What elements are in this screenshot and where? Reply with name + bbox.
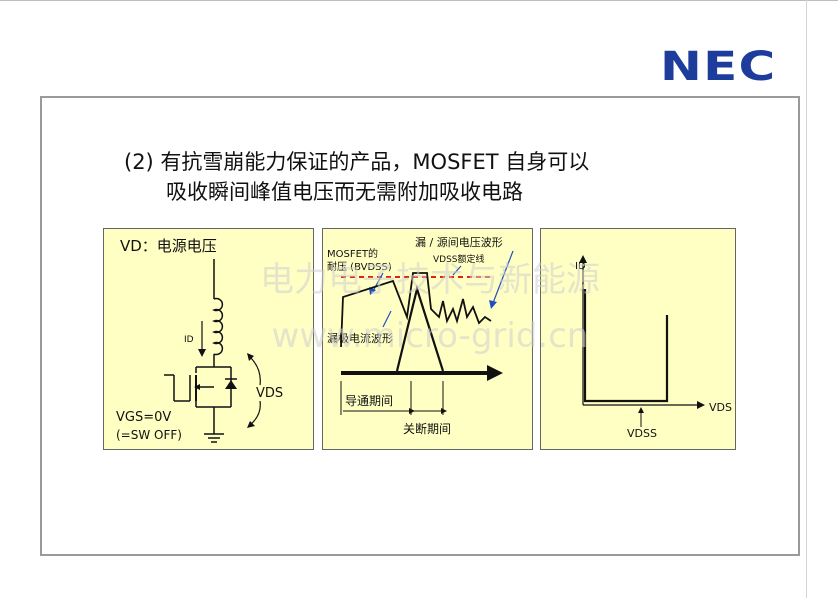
- conduction-arrowhead: [409, 408, 415, 414]
- circuit-diagram: VD：电源电压 ID VDS: [116, 237, 283, 443]
- vd-supply-label: VD：电源电压: [120, 237, 217, 255]
- mosfet-breakdown-label-1: MOSFET的: [327, 247, 378, 260]
- id-vds-characteristic: ID VDS VDSS: [575, 255, 732, 440]
- vds-waveform: [340, 272, 492, 348]
- mosfet-breakdown-label-2: 耐压 (BVDSS): [327, 260, 392, 273]
- vds-arrowhead-down: [247, 421, 255, 428]
- current-pointer: [382, 310, 392, 328]
- x-axis-arrowhead: [697, 401, 705, 409]
- vgs-label: VGS=0V: [116, 410, 171, 425]
- slide-title-line-2: 吸收瞬间峰值电压而无需附加吸收电路: [166, 180, 523, 204]
- breakdown-pointer: [372, 272, 384, 292]
- inductor-coil: [212, 297, 224, 356]
- vds-arrow-up: [249, 356, 261, 386]
- right-rule: [806, 0, 807, 598]
- waveform-diagram: MOSFET的 耐压 (BVDSS) 漏 / 源间电压波形 VDSS额定线 漏极…: [327, 235, 514, 436]
- rated-line-label: VDSS额定线: [433, 253, 485, 265]
- off-arrowhead: [441, 408, 447, 414]
- id-label: ID: [184, 335, 194, 345]
- vdss-pointer-head: [638, 407, 644, 413]
- y-axis-arrowhead: [579, 255, 587, 263]
- conduction-period-label: 导通期间: [345, 394, 393, 408]
- waveform-pointer: [492, 250, 514, 304]
- waveform-panel: MOSFET的 耐压 (BVDSS) 漏 / 源间电压波形 VDSS额定线 漏极…: [322, 228, 533, 450]
- waveform-label: 漏 / 源间电压波形: [415, 235, 503, 249]
- time-axis-arrowhead: [487, 365, 503, 381]
- vds-arrowhead-up: [247, 353, 254, 361]
- off-period-label: 关断期间: [403, 421, 451, 436]
- nec-logo: NEC: [660, 44, 777, 90]
- vds-label: VDS: [256, 386, 283, 401]
- vds-arrow-down: [249, 400, 261, 426]
- x-axis-label: VDS: [709, 401, 732, 414]
- drain-current-waveform: [395, 284, 445, 372]
- body-diode: [225, 380, 237, 389]
- sw-off-label: (=SW OFF): [116, 428, 182, 442]
- vdss-label: VDSS: [627, 427, 657, 440]
- waveform-pointer-head: [489, 300, 497, 309]
- slide-title-line-1: (2) 有抗雪崩能力保证的产品，MOSFET 自身可以: [124, 150, 590, 174]
- y-axis-label: ID: [575, 261, 586, 272]
- characteristic-panel: ID VDS VDSS: [540, 228, 736, 450]
- breakdown-curve: [583, 289, 669, 403]
- rated-line-pointer: [452, 265, 462, 276]
- circuit-panel: VD：电源电压 ID VDS: [103, 228, 314, 450]
- current-waveform-label: 漏极电流波形: [327, 331, 393, 345]
- mosfet-arrow: [194, 384, 200, 390]
- current-arrowhead: [198, 349, 206, 357]
- top-rule: [0, 0, 838, 1]
